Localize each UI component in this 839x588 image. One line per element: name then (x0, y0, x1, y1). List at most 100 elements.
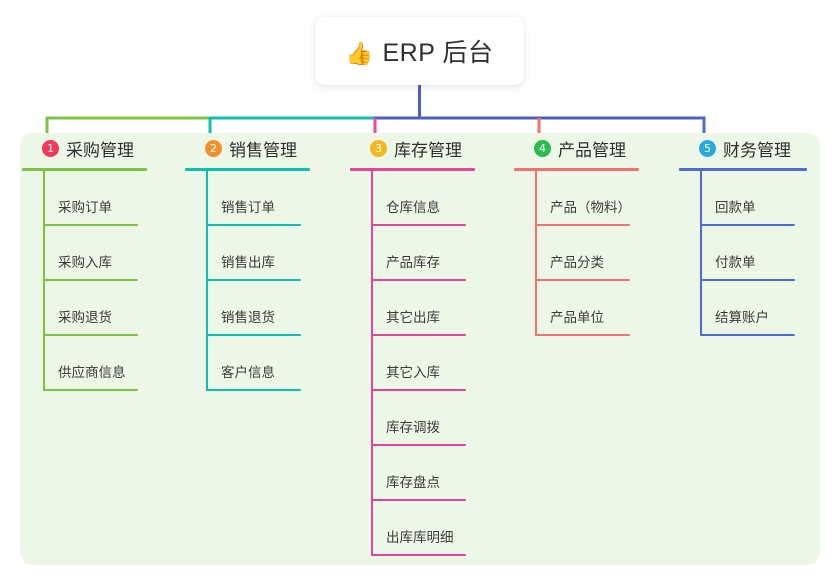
leaf-item[interactable]: 回款单 (677, 171, 807, 226)
column-items: 产品（物料） 产品分类产品单位 (512, 171, 639, 336)
leaf-item-label: 其它入库 (386, 365, 440, 380)
leaf-item[interactable]: 客户信息 (183, 336, 310, 391)
root-title: 👍 ERP 后台 (346, 33, 494, 69)
leaf-item-label: 付款单 (715, 255, 756, 270)
leaf-item-underline (206, 334, 301, 336)
column-title: 库存管理 (394, 140, 462, 160)
leaf-item[interactable]: 产品（物料） (512, 171, 639, 226)
column-underline (350, 168, 475, 171)
column-spine (371, 171, 373, 556)
leaf-item-underline (371, 389, 466, 391)
leaf-item-label: 仓库信息 (386, 200, 440, 215)
column-spine (535, 171, 537, 336)
column-badge-icon: 2 (205, 139, 222, 157)
column-badge-icon: 5 (699, 139, 716, 157)
leaf-item[interactable]: 其它入库 (348, 336, 475, 391)
leaf-item[interactable]: 结算账户 (677, 281, 807, 336)
column-underline (22, 168, 147, 171)
leaf-item-label: 客户信息 (221, 365, 275, 380)
leaf-item[interactable]: 供应商信息 (20, 336, 147, 391)
leaf-item[interactable]: 其它出库 (348, 281, 475, 336)
leaf-item-label: 供应商信息 (58, 365, 126, 380)
root-title-label: ERP 后台 (382, 39, 494, 67)
column-header-1[interactable]: 1 采购管理 (20, 133, 147, 163)
column-title: 财务管理 (723, 140, 791, 160)
leaf-item-underline (371, 334, 466, 336)
leaf-item-label: 库存调拨 (386, 420, 440, 435)
leaf-item-label: 产品分类 (550, 255, 604, 270)
leaf-item[interactable]: 采购订单 (20, 171, 147, 226)
thumbs-up-icon: 👍 (345, 41, 374, 66)
leaf-item[interactable]: 采购退货 (20, 281, 147, 336)
column-header-4[interactable]: 4 产品管理 (512, 133, 639, 163)
leaf-item-underline (43, 279, 138, 281)
leaf-item[interactable]: 销售退货 (183, 281, 310, 336)
leaf-item[interactable]: 产品单位 (512, 281, 639, 336)
leaf-item-label: 销售订单 (221, 200, 275, 215)
leaf-item-label: 出库库明细 (386, 530, 454, 545)
column-2: 2 销售管理销售订单销售出库销售退货客户信息 (183, 133, 310, 391)
column-badge-icon: 3 (370, 139, 387, 157)
column-title: 产品管理 (558, 140, 626, 160)
column-spine (43, 171, 45, 391)
diagram-canvas: 1 采购管理采购订单采购入库采购退货供应商信息 2 销售管理销售订单销售出库销售退货客… (20, 133, 820, 565)
column-header-5[interactable]: 5 财务管理 (677, 133, 807, 163)
column-4: 4 产品管理产品（物料） 产品分类产品单位 (512, 133, 639, 336)
column-spine (206, 171, 208, 391)
leaf-item-label: 其它出库 (386, 310, 440, 325)
leaf-item-label: 采购退货 (58, 310, 112, 325)
leaf-item-underline (535, 279, 630, 281)
leaf-item[interactable]: 产品分类 (512, 226, 639, 281)
leaf-item-underline (700, 224, 795, 226)
leaf-item-underline (206, 279, 301, 281)
leaf-item-underline (535, 334, 630, 336)
leaf-item[interactable]: 付款单 (677, 226, 807, 281)
leaf-item-underline (371, 279, 466, 281)
leaf-item-label: 回款单 (715, 200, 756, 215)
column-items: 仓库信息产品库存其它出库其它入库库存调拨库存盘点出库库明细 (348, 171, 475, 556)
leaf-item-underline (206, 224, 301, 226)
leaf-item-underline (371, 444, 466, 446)
column-3: 3 库存管理仓库信息产品库存其它出库其它入库库存调拨库存盘点出库库明细 (348, 133, 475, 556)
leaf-item[interactable]: 库存盘点 (348, 446, 475, 501)
column-underline (185, 168, 310, 171)
leaf-item-underline (371, 224, 466, 226)
column-title: 采购管理 (66, 140, 134, 160)
column-underline (514, 168, 639, 171)
leaf-item-label: 产品（物料） (550, 200, 631, 215)
leaf-item[interactable]: 销售出库 (183, 226, 310, 281)
leaf-item-label: 产品单位 (550, 310, 604, 325)
leaf-item-label: 结算账户 (715, 310, 769, 325)
column-header-2[interactable]: 2 销售管理 (183, 133, 310, 163)
leaf-item-label: 销售退货 (221, 310, 275, 325)
column-underline (679, 168, 807, 171)
leaf-item-underline (43, 224, 138, 226)
leaf-item-underline (43, 389, 138, 391)
root-node-card[interactable]: 👍 ERP 后台 (315, 17, 524, 85)
column-items: 回款单付款单结算账户 (677, 171, 807, 336)
column-header-3[interactable]: 3 库存管理 (348, 133, 475, 163)
leaf-item-label: 销售出库 (221, 255, 275, 270)
leaf-item-underline (700, 279, 795, 281)
leaf-item-label: 库存盘点 (386, 475, 440, 490)
column-items: 采购订单采购入库采购退货供应商信息 (20, 171, 147, 391)
leaf-item-underline (206, 389, 301, 391)
leaf-item[interactable]: 库存调拨 (348, 391, 475, 446)
leaf-item[interactable]: 采购入库 (20, 226, 147, 281)
leaf-item-underline (700, 334, 795, 336)
leaf-item[interactable]: 出库库明细 (348, 501, 475, 556)
column-items: 销售订单销售出库销售退货客户信息 (183, 171, 310, 391)
leaf-item-label: 采购入库 (58, 255, 112, 270)
leaf-item[interactable]: 仓库信息 (348, 171, 475, 226)
leaf-item-underline (371, 499, 466, 501)
column-badge-icon: 1 (42, 139, 59, 157)
leaf-item-underline (371, 554, 466, 556)
leaf-item-label: 产品库存 (386, 255, 440, 270)
column-spine (700, 171, 702, 336)
column-title: 销售管理 (229, 140, 297, 160)
leaf-item-underline (535, 224, 630, 226)
leaf-item[interactable]: 产品库存 (348, 226, 475, 281)
leaf-item[interactable]: 销售订单 (183, 171, 310, 226)
leaf-item-label: 采购订单 (58, 200, 112, 215)
column-badge-icon: 4 (534, 139, 551, 157)
